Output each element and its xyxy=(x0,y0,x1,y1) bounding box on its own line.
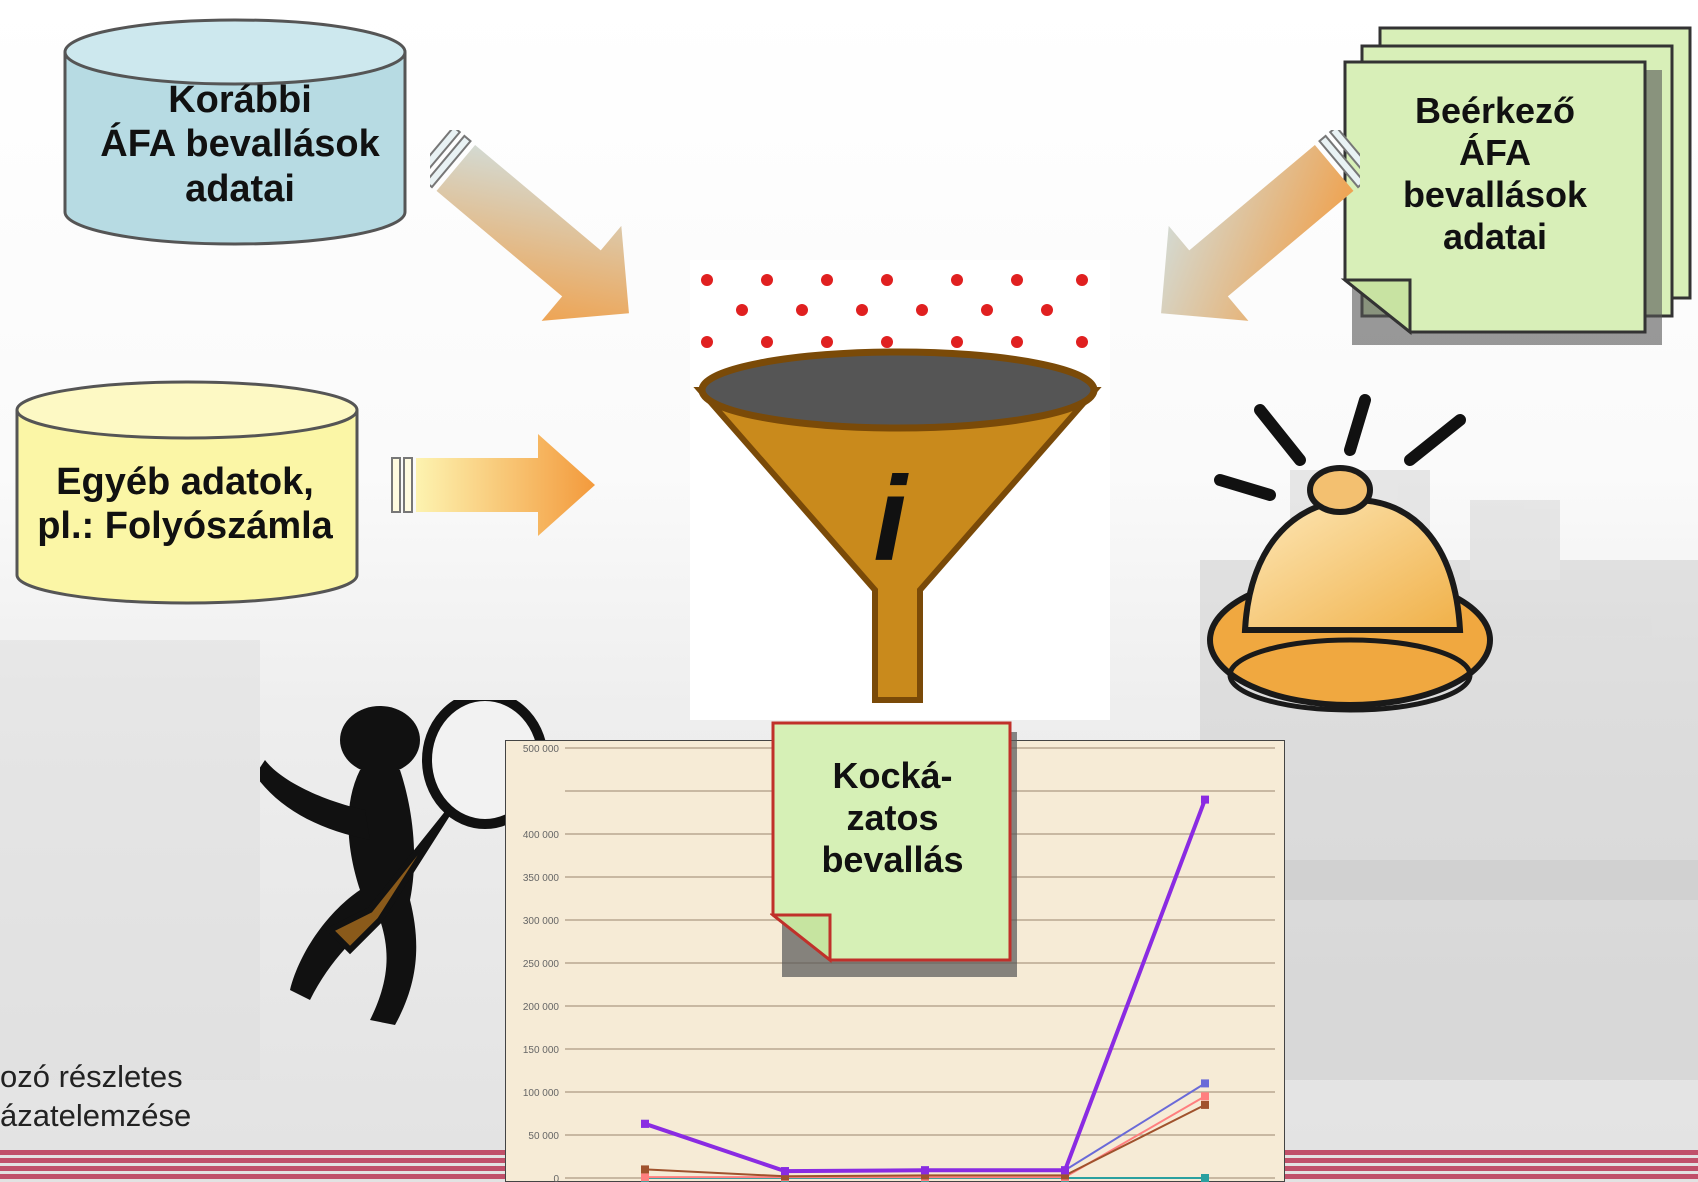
data-dot xyxy=(1011,274,1023,286)
data-dot xyxy=(821,274,833,286)
data-dot xyxy=(1076,274,1088,286)
chart-point xyxy=(781,1172,789,1181)
incoming-returns-documents xyxy=(1340,26,1692,345)
data-dot xyxy=(1041,304,1053,316)
chart-y-tick-label: 300 000 xyxy=(523,916,560,927)
other-data-label: Egyéb adatok, pl.: Folyószámla xyxy=(37,461,333,548)
data-dot xyxy=(761,274,773,286)
chart-y-tick-label: 0 xyxy=(553,1174,559,1182)
chart-y-tick-label: 350 000 xyxy=(523,873,560,884)
data-dot xyxy=(981,304,993,316)
data-dot xyxy=(916,304,928,316)
chart-y-tick-label: 500 000 xyxy=(523,744,560,755)
chart-y-tick-label: 400 000 xyxy=(523,830,560,841)
data-dot xyxy=(881,274,893,286)
risky-return-label: Kocká- zatos bevallás xyxy=(821,755,964,881)
chart-point xyxy=(1201,1079,1209,1088)
other-data-cylinder xyxy=(15,380,359,605)
chart-point xyxy=(1201,795,1209,804)
data-dot xyxy=(1011,336,1023,348)
data-dot xyxy=(701,274,713,286)
data-dot xyxy=(881,336,893,348)
chart-y-tick-label: 250 000 xyxy=(523,959,560,970)
bottom-caption-line1: ozó részletes xyxy=(0,1059,183,1094)
chart-y-tick-label: 150 000 xyxy=(523,1045,560,1056)
chart-point xyxy=(641,1119,649,1128)
arrow-from-other xyxy=(391,434,595,536)
arrow-from-previous xyxy=(430,130,629,321)
incoming-returns-label: Beérkező ÁFA bevallások adatai xyxy=(1402,90,1588,258)
data-dot xyxy=(736,304,748,316)
data-dot xyxy=(701,336,713,348)
chart-point xyxy=(1201,1092,1209,1101)
chart-point xyxy=(1201,1174,1209,1182)
data-dot xyxy=(856,304,868,316)
data-dot xyxy=(761,336,773,348)
chart-point xyxy=(1201,1100,1209,1109)
chart-y-tick-label: 50 000 xyxy=(528,1131,559,1142)
arrow-from-incoming xyxy=(1161,130,1360,321)
data-dot xyxy=(821,336,833,348)
chart-point xyxy=(641,1165,649,1174)
chart-point xyxy=(641,1173,649,1182)
previous-returns-label: Korábbi ÁFA bevallások adatai xyxy=(100,79,380,210)
chart-point xyxy=(1061,1166,1069,1175)
info-icon: i xyxy=(873,452,909,586)
funnel-graphic: i xyxy=(690,260,1110,720)
chart-y-ticks: 0 50 000 100 000 150 000 200 000 250 000 300 0… xyxy=(523,744,560,1182)
chart-y-tick-label: 100 000 xyxy=(523,1088,560,1099)
bottom-caption-line2: ázatelemzése xyxy=(0,1097,192,1133)
data-dot xyxy=(951,336,963,348)
bell-icon xyxy=(1207,394,1493,713)
data-dot xyxy=(1076,336,1088,348)
risky-return-document xyxy=(770,721,1017,977)
bottom-caption: ozó részletes ázatelemzése xyxy=(0,1058,191,1136)
chart-point xyxy=(781,1167,789,1176)
chart-series xyxy=(641,795,1209,1182)
chart-point xyxy=(1061,1171,1069,1180)
data-dot xyxy=(951,274,963,286)
previous-returns-cylinder xyxy=(63,18,407,246)
chart-point xyxy=(921,1171,929,1180)
chart-point xyxy=(921,1166,929,1175)
chart-y-tick-label: 200 000 xyxy=(523,1002,560,1013)
data-dot xyxy=(796,304,808,316)
